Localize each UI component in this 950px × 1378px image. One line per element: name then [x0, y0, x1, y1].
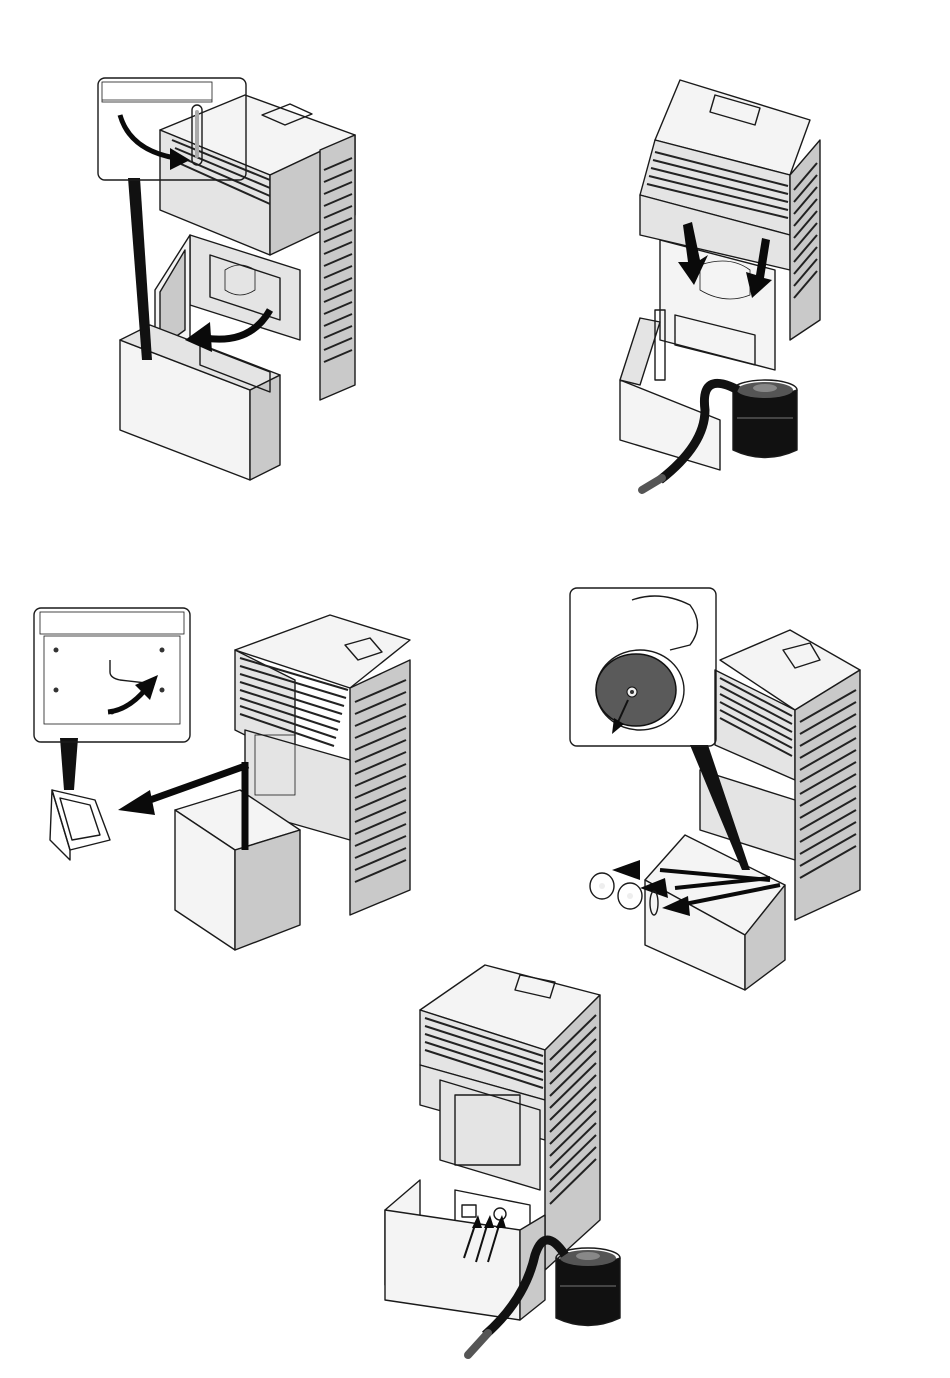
callout-pointer: [60, 738, 78, 790]
zoom-callout-ash-drawer: [34, 608, 190, 742]
panel-1: [98, 78, 355, 480]
vacuum-nozzle: [642, 478, 662, 490]
vacuum-nozzle: [468, 1333, 488, 1355]
stove-icon: [118, 615, 410, 950]
panel-2: [620, 80, 820, 490]
panel-5: [385, 965, 620, 1355]
callout-pointer: [128, 178, 152, 360]
panel-4: [570, 588, 860, 990]
ash-drawer-icon: [50, 790, 110, 860]
vacuum-cleaner-icon: [733, 380, 797, 458]
zoom-callout-inspection-cap: [570, 588, 716, 746]
vacuum-cleaner-icon: [556, 1248, 620, 1326]
panel-3: [34, 608, 410, 950]
